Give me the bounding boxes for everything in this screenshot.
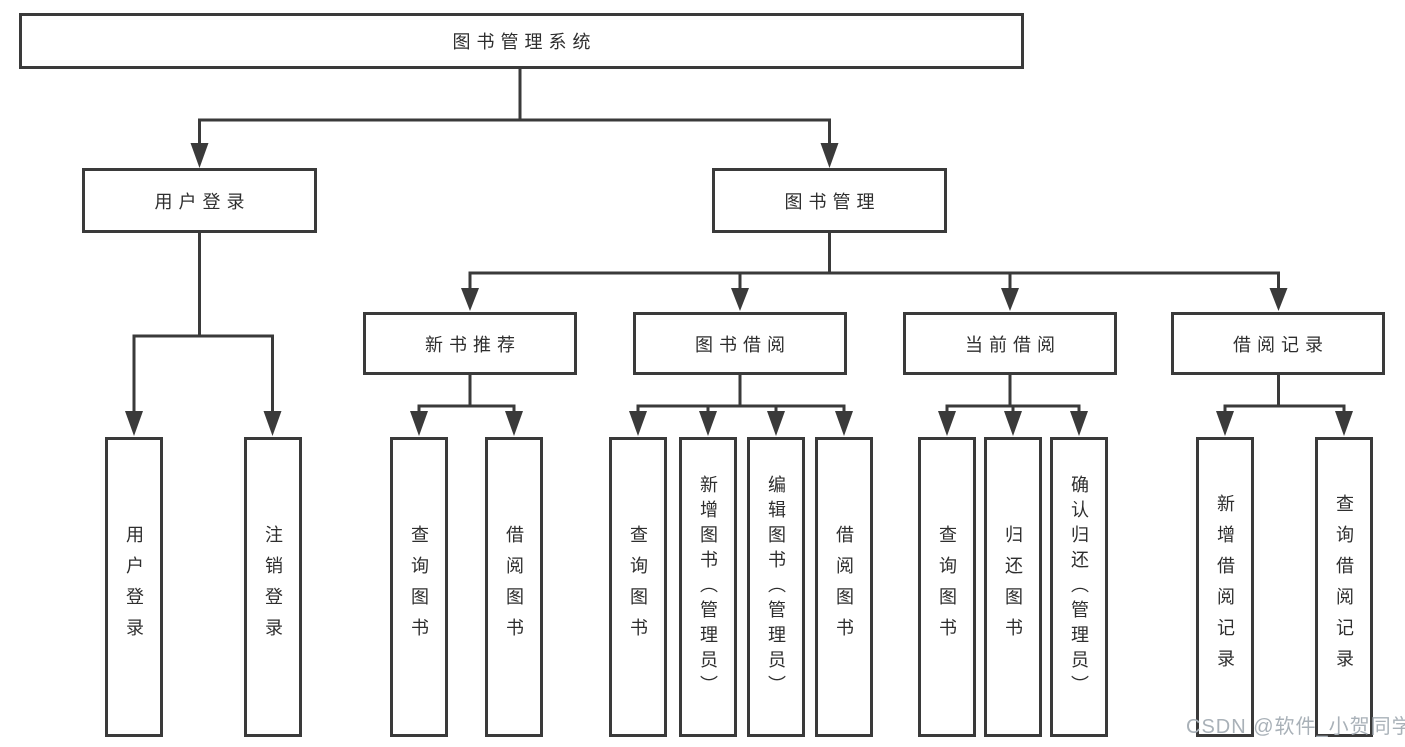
- node-book-management: 图书管理: [712, 168, 947, 233]
- arrowhead: [835, 411, 853, 436]
- arrowhead: [190, 143, 209, 168]
- arrowhead: [505, 411, 523, 436]
- connector-records-to-leaves: [1223, 375, 1346, 413]
- arrowhead: [461, 288, 479, 311]
- arrowhead: [1004, 411, 1022, 436]
- leaf-user-login: 用户登录: [105, 437, 163, 737]
- connector-userlogin-to-leaves: [132, 233, 274, 413]
- arrowhead: [1216, 411, 1234, 436]
- connector-current-to-leaves: [945, 375, 1081, 413]
- leaf-query-borrow-record: 查询借阅记录: [1315, 437, 1373, 737]
- arrowhead: [263, 411, 282, 436]
- node-borrow-records: 借阅记录: [1171, 312, 1385, 375]
- arrowhead: [699, 411, 717, 436]
- connector-recommend-to-leaves: [417, 375, 516, 413]
- node-user-login: 用户登录: [82, 168, 317, 233]
- node-book-borrow: 图书借阅: [633, 312, 847, 375]
- arrowheads: [125, 143, 1353, 436]
- connector-borrow-to-leaves: [636, 375, 846, 413]
- leaf-edit-book-admin: 编辑图书（管理员）: [747, 437, 805, 737]
- leaf-return-book: 归还图书: [984, 437, 1042, 737]
- leaf-query-books-borrow: 查询图书: [609, 437, 667, 737]
- node-library-system: 图书管理系统: [19, 13, 1024, 69]
- leaf-logout: 注销登录: [244, 437, 302, 737]
- arrowhead: [767, 411, 785, 436]
- arrowhead: [1001, 288, 1019, 311]
- node-new-book-recommend: 新书推荐: [363, 312, 577, 375]
- connector-bookmgmt-to-level2: [468, 233, 1280, 290]
- watermark: CSDN @软件_小贺同学: [1186, 716, 1405, 738]
- connector-root-to-level1: [198, 69, 831, 145]
- arrowhead: [1269, 288, 1288, 311]
- arrowhead: [731, 288, 749, 311]
- leaf-query-books-recommend: 查询图书: [390, 437, 448, 737]
- leaf-borrow-books: 借阅图书: [815, 437, 873, 737]
- arrowhead: [938, 411, 956, 436]
- arrowhead: [1335, 411, 1353, 436]
- arrowhead: [410, 411, 428, 436]
- leaf-add-book-admin: 新增图书（管理员）: [679, 437, 737, 737]
- leaf-add-borrow-record: 新增借阅记录: [1196, 437, 1254, 737]
- arrowhead: [820, 143, 839, 168]
- leaf-confirm-return-admin: 确认归还（管理员）: [1050, 437, 1108, 737]
- arrowhead: [125, 411, 143, 436]
- leaf-query-books-current: 查询图书: [918, 437, 976, 737]
- leaf-borrow-books-recommend: 借阅图书: [485, 437, 543, 737]
- node-current-borrow: 当前借阅: [903, 312, 1117, 375]
- arrowhead: [1070, 411, 1088, 436]
- arrowhead: [629, 411, 647, 436]
